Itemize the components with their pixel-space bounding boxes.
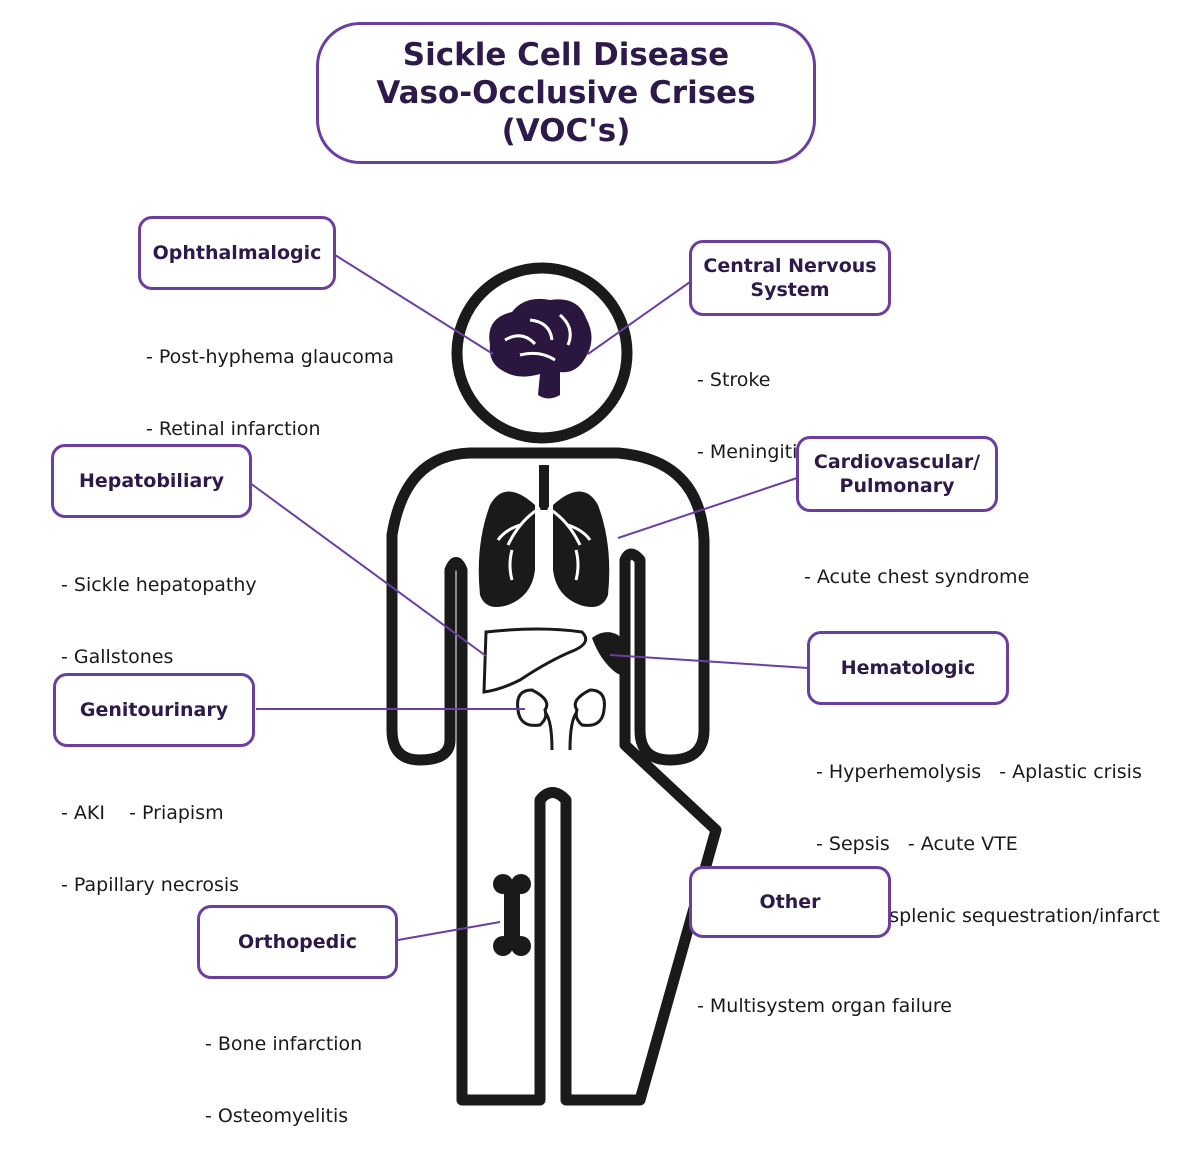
list-item: - Sickle hepatopathy [61, 574, 257, 596]
orthopedic-label: Orthopedic [237, 931, 358, 953]
other-items: - Multisystem organ failure [697, 946, 952, 1042]
genitourinary-box: Genitourinary [53, 673, 255, 747]
list-item: - Bone infarction [205, 1033, 363, 1055]
hepatobiliary-box: Hepatobiliary [51, 444, 252, 518]
ophthalmologic-items: - Post-hyphema glaucoma - Retinal infarc… [146, 297, 394, 465]
lungs-icon [478, 465, 610, 608]
list-item: - AKI - Priapism [61, 802, 224, 824]
other-box: Other [689, 866, 891, 938]
genitourinary-items: - AKI - Priapism - Papillary necrosis [61, 753, 239, 921]
list-item: - Sepsis - Acute VTE [816, 833, 1018, 855]
title-line-1: Sickle Cell Disease [402, 37, 730, 73]
torso-outline [386, 447, 722, 1106]
spleen-icon [592, 632, 631, 676]
other-label: Other [759, 891, 821, 913]
list-item: - Meningitis [697, 441, 808, 463]
title-box: Sickle Cell Disease Vaso-Occlusive Crise… [316, 22, 816, 164]
cns-label-line-1: Central Nervous [703, 255, 877, 277]
human-body-outline [386, 262, 722, 1106]
cardiopulmonary-box: Cardiovascular/ Pulmonary [796, 436, 998, 512]
list-item: - Papillary necrosis [61, 874, 240, 896]
hematologic-box: Hematologic [807, 631, 1009, 705]
ophthalmologic-box: Ophthalmalogic [138, 216, 336, 290]
genitourinary-label: Genitourinary [79, 699, 229, 721]
cardiopulmonary-items: - Acute chest syndrome [804, 517, 1029, 613]
connector-lines [249, 254, 809, 941]
cardiopulmonary-label-line-1: Cardiovascular/ [813, 451, 981, 473]
bone-icon [493, 874, 531, 956]
list-item: - Multisystem organ failure [697, 995, 952, 1017]
hepatobiliary-items: - Sickle hepatopathy - Gallstones [61, 525, 257, 693]
list-item: - Osteomyelitis [205, 1105, 349, 1127]
title-line-2: Vaso-Occlusive Crises [376, 75, 756, 111]
cns-box: Central Nervous System [689, 240, 891, 316]
ophthalmologic-label: Ophthalmalogic [152, 242, 322, 264]
title-line-3: (VOC's) [501, 113, 631, 149]
cns-items: - Stroke - Meningitis [697, 320, 807, 488]
liver-icon [482, 627, 588, 694]
list-item: - Post-hyphema glaucoma [146, 346, 395, 368]
list-item: - Stroke [697, 369, 771, 391]
list-item: - Acute chest syndrome [804, 566, 1030, 588]
list-item: - Retinal infarction [146, 418, 321, 440]
cns-label-line-2: System [750, 279, 830, 301]
kidneys-icon [516, 688, 606, 751]
cardiopulmonary-label-line-2: Pulmonary [839, 475, 955, 497]
list-item: - Hyperhemolysis - Aplastic crisis [816, 761, 1142, 783]
hematologic-label: Hematologic [840, 657, 976, 679]
brain-icon [489, 298, 592, 399]
orthopedic-box: Orthopedic [197, 905, 398, 979]
orthopedic-items: - Bone infarction - Osteomyelitis [205, 984, 362, 1152]
list-item: - Gallstones [61, 646, 174, 668]
hepatobiliary-label: Hepatobiliary [78, 470, 225, 492]
head-outline [451, 262, 633, 444]
